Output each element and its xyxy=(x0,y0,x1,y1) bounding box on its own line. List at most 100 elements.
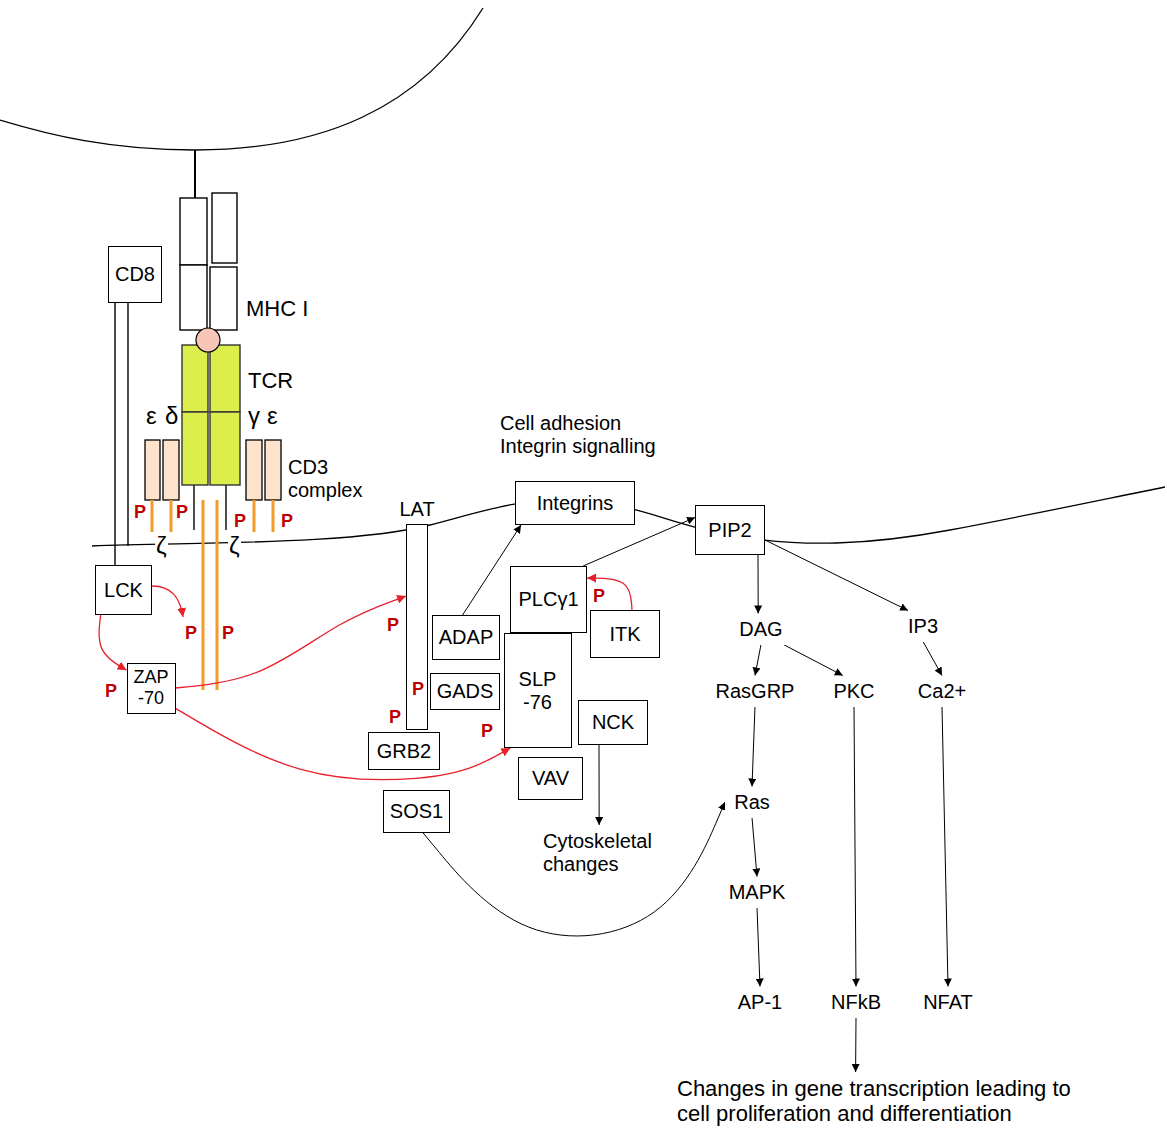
node-text: Integrins xyxy=(537,492,614,515)
signal-arrow xyxy=(752,818,757,877)
node-text: MAPK xyxy=(729,881,786,904)
node-text: VAV xyxy=(532,767,569,790)
signal-text: Changes in gene transcription leading to… xyxy=(675,1072,1095,1130)
signal-text: MAPK xyxy=(722,877,792,908)
cytoplasmic-tail xyxy=(272,500,275,532)
phospho-mark: P xyxy=(411,680,425,698)
signal-arrow xyxy=(757,908,760,987)
tcr-domain xyxy=(210,412,240,485)
chain-label: ε xyxy=(145,404,158,428)
phosphorylation-arrow xyxy=(587,578,632,610)
node-text: SLP -76 xyxy=(513,668,563,714)
protein-box: CD8 xyxy=(108,246,162,303)
tcr-stalk xyxy=(225,485,226,530)
node-text: PKC xyxy=(833,680,874,703)
phospho-mark: P xyxy=(175,503,189,521)
chain-label: γ xyxy=(247,404,261,428)
signal-arrow xyxy=(855,1018,856,1073)
chain-label: ζ xyxy=(155,534,168,558)
phospho-mark: P xyxy=(184,624,198,642)
node-text: DAG xyxy=(739,618,782,641)
protein-box: ITK xyxy=(590,610,660,658)
signal-arrow xyxy=(942,707,948,987)
structure-label: MHC I xyxy=(246,296,308,321)
node-text: PIP2 xyxy=(708,519,751,542)
zeta-chain xyxy=(216,500,219,690)
cd8-stalk xyxy=(114,303,115,565)
phosphorylation-arrow xyxy=(152,586,183,617)
signal-text: NFAT xyxy=(915,987,981,1018)
phospho-mark: P xyxy=(221,624,235,642)
chain-label: ζ xyxy=(228,534,241,558)
signal-text: DAG xyxy=(733,614,789,645)
cytoplasmic-tail xyxy=(170,500,173,532)
tcr-domain xyxy=(210,345,240,412)
phosphorylation-arrow xyxy=(176,596,407,688)
mhc-domain xyxy=(210,267,237,330)
signal-arrow xyxy=(854,707,856,987)
phospho-mark: P xyxy=(480,722,494,740)
mhc-domain xyxy=(180,198,207,265)
signal-arrow xyxy=(765,540,908,611)
signal-text: Cytoskeletal changes xyxy=(539,825,667,881)
signal-text: RasGRP xyxy=(710,676,800,707)
protein-box: VAV xyxy=(518,757,583,800)
protein-box: SOS1 xyxy=(383,790,450,833)
mhc-domain xyxy=(180,265,207,330)
node-text: RasGRP xyxy=(716,680,795,703)
signal-arrow xyxy=(758,555,759,614)
signal-arrow xyxy=(752,707,755,787)
node-text: PLCγ1 xyxy=(518,588,578,611)
mhc-stalk xyxy=(194,150,196,198)
node-text: ZAP -70 xyxy=(130,667,173,708)
signal-arrow xyxy=(755,645,761,676)
node-text: SOS1 xyxy=(390,800,443,823)
cd3-chain xyxy=(145,440,160,500)
signal-text: IP3 xyxy=(898,611,948,642)
phospho-mark: P xyxy=(592,587,606,605)
connector-group xyxy=(99,518,948,1073)
node-text: IP3 xyxy=(908,615,938,638)
protein-box: PLCγ1 xyxy=(510,566,587,633)
cd3-chain xyxy=(246,440,262,500)
node-text: AP-1 xyxy=(738,991,782,1014)
phospho-mark: P xyxy=(280,512,294,530)
cd8-stalk xyxy=(127,303,128,546)
phospho-mark: P xyxy=(386,616,400,634)
node-text: ADAP xyxy=(439,626,493,649)
node-text: LCK xyxy=(104,579,143,602)
peptide-circle xyxy=(196,328,220,352)
tcr-domain xyxy=(182,412,208,485)
signal-text: NFkB xyxy=(826,987,886,1018)
node-text: Ras xyxy=(734,791,770,814)
protein-box: LAT xyxy=(406,524,428,730)
zeta-chain xyxy=(202,500,205,690)
protein-box: ADAP xyxy=(432,615,500,660)
chain-label: ε xyxy=(266,404,279,428)
node-text: Cytoskeletal changes xyxy=(543,830,663,876)
mhc-domain xyxy=(212,193,237,263)
signal-text: AP-1 xyxy=(730,987,790,1018)
cytoplasmic-tail xyxy=(253,500,256,532)
phospho-mark: P xyxy=(233,512,247,530)
structure-label: CD3 complex xyxy=(288,456,378,502)
protein-box: Integrins xyxy=(515,481,635,525)
chain-label: δ xyxy=(164,404,179,428)
protein-box: GADS xyxy=(430,673,500,710)
cytoplasmic-tail xyxy=(151,500,154,532)
signal-arrow xyxy=(923,642,942,676)
structure-label: TCR xyxy=(248,368,293,393)
node-heading: LAT xyxy=(399,498,434,521)
signal-text: Ras xyxy=(725,787,779,818)
protein-box: GRB2 xyxy=(368,732,440,770)
phospho-mark: P xyxy=(104,682,118,700)
phosphorylation-arrow xyxy=(176,708,511,779)
tcr-domain xyxy=(182,345,208,412)
node-text: Ca2+ xyxy=(918,680,966,703)
phospho-mark: P xyxy=(133,503,147,521)
signal-text: PKC xyxy=(826,676,882,707)
structure-label: Cell adhesion Integrin signalling xyxy=(500,412,675,458)
phosphorylation-arrow xyxy=(99,615,127,670)
signal-arrow xyxy=(599,745,600,825)
